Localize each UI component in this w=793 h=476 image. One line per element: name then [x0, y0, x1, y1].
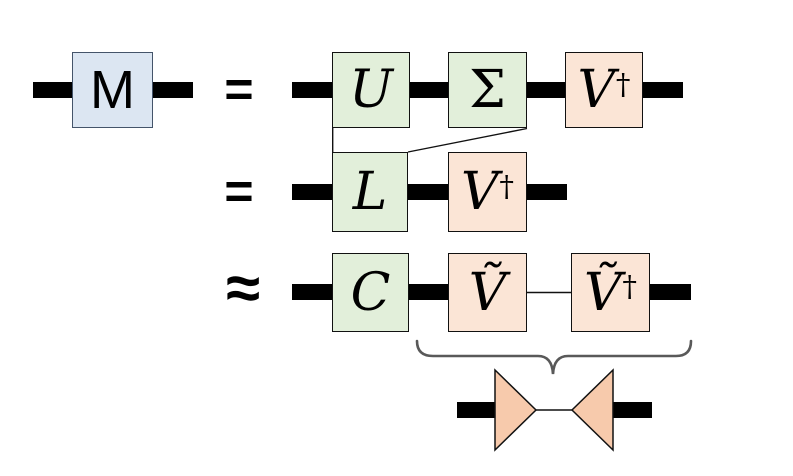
wire-row1-right: [643, 82, 683, 98]
node-m-box: M: [72, 52, 153, 128]
grouping-line-diagonal: [407, 127, 528, 153]
underbrace: [415, 339, 693, 375]
wire-row2-right: [527, 184, 567, 200]
vtildedagger-sup: †: [622, 269, 637, 304]
vdagger-sup: †: [615, 66, 631, 101]
wire-u-sigma: [410, 82, 448, 98]
node-l-label: L: [352, 162, 388, 222]
node-vtilde-box: Ṽ: [448, 253, 527, 332]
node-sigma-label: Σ: [469, 60, 506, 120]
approx-sign-row3: ≈: [225, 254, 261, 323]
vdagger-sup: †: [499, 168, 514, 203]
vdagger-base: V: [461, 162, 499, 222]
node-u-box: U: [332, 52, 410, 128]
vtildedagger-base: Ṽ: [584, 262, 622, 323]
node-l-box: L: [332, 152, 408, 232]
wire-row1-left: [292, 82, 332, 98]
vdagger-base: V: [577, 60, 616, 120]
node-vtildedagger-box: Ṽ†: [571, 253, 650, 332]
node-sigma-box: Σ: [448, 52, 527, 128]
node-vdagger-label-row1: V†: [578, 64, 631, 116]
node-vtilde-label: Ṽ: [468, 262, 507, 323]
wire-m-right: [153, 82, 193, 98]
equals-sign-row1: =: [224, 61, 254, 117]
node-c-label: C: [350, 262, 391, 323]
node-vdagger-label-row2: V†: [461, 166, 514, 218]
wire-c-vtilde: [409, 284, 448, 300]
wire-sigma-vdag: [527, 82, 565, 98]
equals-sign-row2: =: [224, 163, 254, 219]
isometry-triangle-right-icon: [494, 368, 538, 452]
node-u-label: U: [349, 60, 393, 120]
node-vdagger-box-row2: V†: [448, 152, 527, 232]
wire-m-left: [33, 82, 73, 98]
node-m-label: M: [90, 60, 135, 120]
wire-l-vdag: [408, 184, 448, 200]
isometry-triangle-left-icon: [570, 368, 614, 452]
wire-row3-right: [650, 284, 691, 300]
node-c-box: C: [332, 253, 409, 332]
node-vdagger-box-row1: V†: [565, 52, 643, 128]
wire-row2-left: [292, 184, 332, 200]
node-vtildedagger-label: Ṽ†: [584, 267, 637, 319]
wire-row3-left: [292, 284, 332, 300]
wire-isometry-right: [612, 402, 652, 418]
wire-isometry-left: [457, 402, 496, 418]
